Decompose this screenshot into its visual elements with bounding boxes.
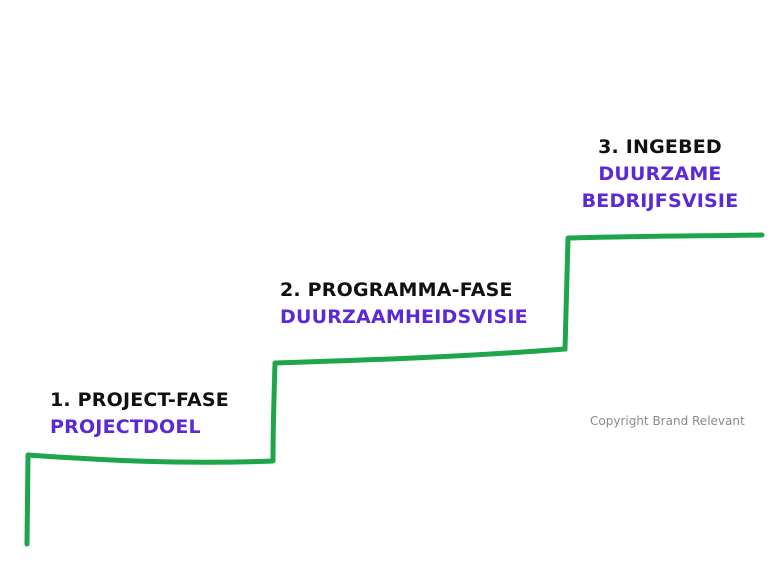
step-3-subtitle: DUURZAME BEDRIJFSVISIE [581,163,739,212]
step-3-title: 3. INGEBED [598,136,722,158]
step-1-title: 1. PROJECT-FASE [50,389,229,411]
step-2-title: 2. PROGRAMMA-FASE [280,279,513,301]
copyright-text: Copyright Brand Relevant [590,414,745,428]
staircase-line [24,232,765,547]
step-1-subtitle: PROJECTDOEL [50,416,201,438]
step-1-label: 1. PROJECT-FASE PROJECTDOEL [50,387,229,441]
step-2-subtitle: DUURZAAMHEIDSVISIE [280,306,528,328]
step-3-label: 3. INGEBED DUURZAME BEDRIJFSVISIE [560,134,760,215]
step-2-label: 2. PROGRAMMA-FASE DUURZAAMHEIDSVISIE [280,277,528,331]
